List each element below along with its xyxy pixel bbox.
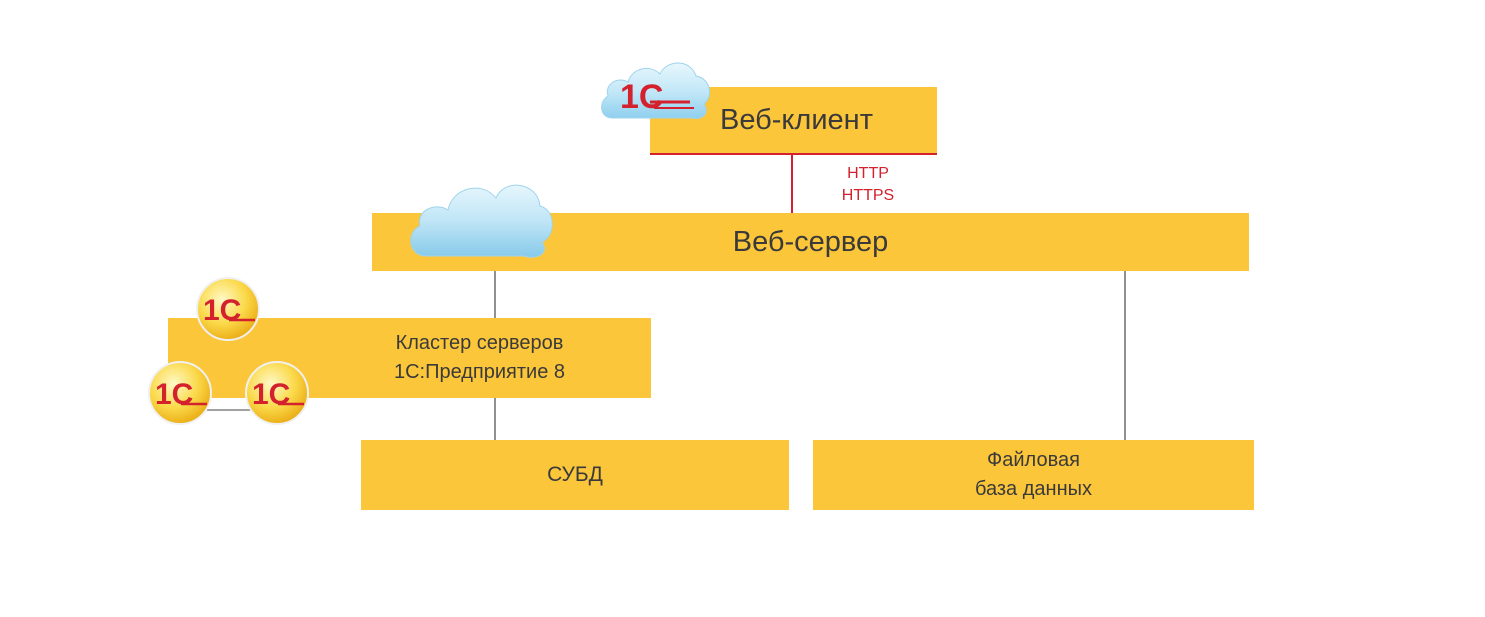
protocol-https: HTTPS [841, 187, 895, 204]
cloud-icon [410, 184, 553, 258]
cluster-label-line1: Кластер серверов [395, 332, 564, 354]
file-db-box: Файловая база данных [813, 440, 1254, 510]
1c-logo-icon: 1С [245, 361, 309, 425]
protocol-http: HTTP [847, 165, 889, 182]
logo-text: 1С [155, 378, 193, 411]
client-logo-text: 1С [620, 78, 663, 116]
logo-text: 1С [252, 378, 290, 411]
dbms-box: СУБД [361, 440, 789, 510]
cluster-label-line2: 1С:Предприятие 8 [393, 361, 566, 383]
1c-cloud-logo-icon: 1С [601, 62, 711, 119]
1c-logo-icon: 1С [148, 361, 212, 425]
file-db-label-line1: Файловая [987, 449, 1080, 471]
file-db-label-line2: база данных [974, 478, 1092, 500]
web-client-label: Веб-клиент [720, 103, 873, 136]
logo-text: 1С [203, 294, 241, 327]
web-client-box: Веб-клиент [650, 87, 937, 155]
1c-logo-icon: 1С [196, 277, 260, 341]
protocol-labels: HTTP HTTPS [828, 163, 908, 207]
web-server-label: Веб-сервер [732, 225, 889, 258]
dbms-label: СУБД [547, 463, 603, 486]
